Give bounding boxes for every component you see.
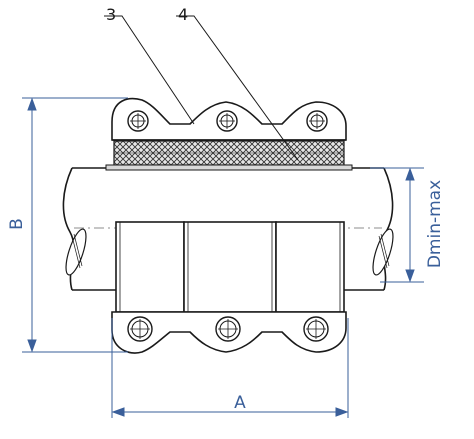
dimension-lines xyxy=(22,97,424,418)
bolt-upper-3 xyxy=(306,110,328,132)
band-segment-3 xyxy=(275,221,345,313)
dim-b-arrow-top xyxy=(27,97,37,111)
bolt-lower-3 xyxy=(303,316,329,342)
callout-label-4: 4 xyxy=(178,5,188,24)
dim-d-arrow-bottom xyxy=(405,269,415,283)
pipe-right-section xyxy=(372,228,394,276)
lower-bolts xyxy=(127,316,329,342)
bolt-upper-1 xyxy=(127,110,149,132)
clamp-band xyxy=(115,221,345,313)
dim-d-label: Dmin-max xyxy=(425,180,445,268)
bolt-lower-2 xyxy=(215,316,241,342)
dim-a-label: A xyxy=(234,393,246,413)
band-segment-1 xyxy=(115,221,185,313)
gasket-mesh xyxy=(105,140,353,171)
upper-bolts xyxy=(127,110,328,132)
leader-part-4 xyxy=(176,15,299,161)
leader-part-3 xyxy=(104,15,195,125)
dim-a-arrow-right xyxy=(335,407,349,417)
callout-label-3: 3 xyxy=(106,5,116,24)
bolt-lower-1 xyxy=(127,316,153,342)
bolt-upper-2 xyxy=(216,110,238,132)
dim-b-label: B xyxy=(7,218,27,230)
dim-a-arrow-left xyxy=(111,407,125,417)
dim-d-arrow-top xyxy=(405,167,415,181)
callout-leaders xyxy=(104,15,299,161)
dim-b-arrow-bottom xyxy=(27,339,37,353)
band-segment-2 xyxy=(183,221,277,313)
pipe-left-section xyxy=(65,228,87,276)
